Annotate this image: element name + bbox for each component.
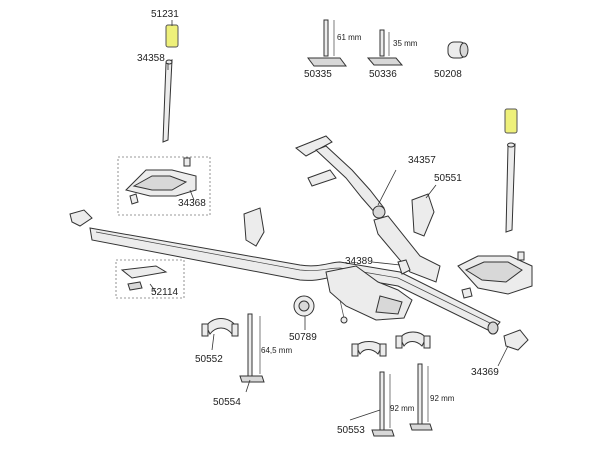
part-50335-tbolt <box>307 19 347 67</box>
dimension-50335: 61 mm <box>337 33 362 42</box>
part-51231-sleeve <box>165 24 179 48</box>
part-50552-strap <box>201 318 239 337</box>
part-50208-nut <box>447 41 469 59</box>
part-34368-group <box>117 156 211 216</box>
part-34357-frame-holder <box>295 135 441 283</box>
part-label-50335: 50335 <box>304 69 332 80</box>
part-tube-right <box>505 142 516 233</box>
part-50336-tbolt <box>366 29 404 66</box>
part-label-34357: 34357 <box>408 155 436 166</box>
dimension-50553-b: 92 mm <box>430 394 455 403</box>
part-sleeve-right <box>504 108 518 134</box>
part-label-50208: 50208 <box>434 69 462 80</box>
part-label-50789: 50789 <box>289 332 317 343</box>
part-50553-straps <box>351 331 431 357</box>
part-center-body <box>325 265 413 324</box>
part-label-34368: 34368 <box>178 198 206 209</box>
part-label-50551: 50551 <box>434 173 462 184</box>
part-50551-clamp <box>411 193 435 237</box>
part-34369-end-cap <box>503 329 529 351</box>
part-50554-bolt <box>239 313 265 383</box>
part-label-34358: 34358 <box>137 53 165 64</box>
part-50789-knob <box>293 295 315 317</box>
part-label-50553: 50553 <box>337 425 365 436</box>
part-label-50552: 50552 <box>195 354 223 365</box>
part-label-52114: 52114 <box>151 287 179 298</box>
dimension-50553-a: 92 mm <box>390 404 415 413</box>
part-main-rail <box>89 227 501 335</box>
part-label-50554: 50554 <box>213 397 241 408</box>
leader-lines <box>149 20 509 421</box>
part-34389-bolt <box>397 259 411 275</box>
dimension-50336: 35 mm <box>393 39 418 48</box>
part-label-34369: 34369 <box>471 367 499 378</box>
part-50553-bolts <box>371 363 433 437</box>
part-52114-group <box>115 259 185 299</box>
part-right-wheel-holder <box>457 251 533 299</box>
part-34358-tube <box>162 59 173 143</box>
part-label-51231: 51231 <box>151 9 179 20</box>
part-label-34389: 34389 <box>345 256 373 267</box>
part-clamp-small <box>243 207 265 247</box>
dimension-50554: 64,5 mm <box>261 346 293 355</box>
part-label-50336: 50336 <box>369 69 397 80</box>
part-end-cap-left <box>69 209 93 227</box>
